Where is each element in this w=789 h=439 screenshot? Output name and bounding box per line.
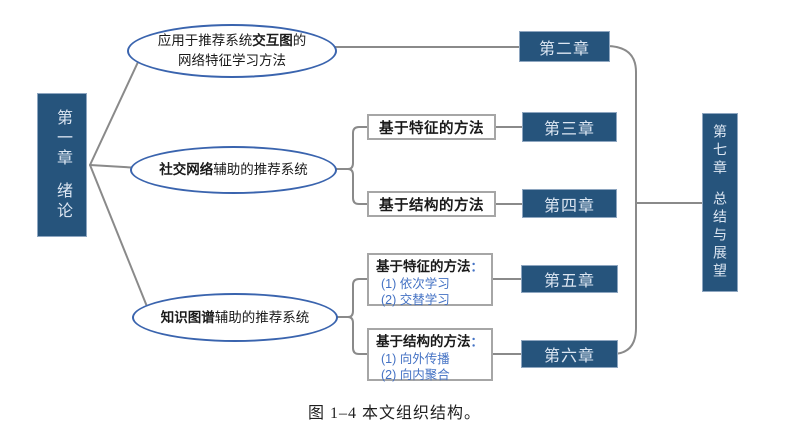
figure-caption: 图 1–4 本文组织结构。	[307, 405, 481, 422]
chapter1-box: 第一章 绪论	[37, 93, 87, 237]
chapter1-subtitle: 绪论	[54, 181, 71, 222]
chapter1-title: 第一章	[54, 108, 71, 169]
knowledge-bold: 知识图谱	[160, 309, 215, 325]
ellipse-social-network-text: 社交网络辅助的推荐系统	[159, 160, 308, 180]
knowledge-rest: 辅助的推荐系统	[214, 309, 310, 325]
chapter2-box: 第二章	[519, 31, 610, 62]
kg-structure-method-header: 基于结构的方法：	[376, 333, 485, 351]
ellipse-interaction-graph: 应用于推荐系统交互图的 网络特征学习方法	[127, 24, 337, 78]
ellipse-social-network: 社交网络辅助的推荐系统	[130, 146, 337, 194]
kg-structure-method-item1: (1) 向外传播	[381, 351, 450, 366]
interaction-line1-post: 的	[292, 33, 307, 49]
social-bold: 社交网络	[159, 162, 214, 178]
chapter7-subtitle: 总结与展望	[712, 191, 728, 281]
chapter3-label: 第三章	[543, 121, 595, 138]
structure-method-box: 基于结构的方法	[367, 191, 496, 217]
chapter4-box: 第四章	[522, 189, 617, 218]
ellipse-interaction-graph-text: 应用于推荐系统交互图的 网络特征学习方法	[158, 31, 307, 70]
interaction-line1-bold: 交互图	[252, 33, 293, 49]
chapter5-box: 第五章	[521, 265, 618, 293]
chapter6-label: 第六章	[543, 348, 595, 365]
chapter7-title: 第七章	[712, 124, 728, 178]
chapter4-label: 第四章	[543, 197, 595, 215]
structure-method-label: 基于结构的方法	[379, 197, 484, 214]
chapter3-box: 第三章	[522, 112, 617, 142]
kg-feature-method-colon: ：	[470, 260, 484, 274]
interaction-line1-pre: 应用于推荐系统	[157, 33, 253, 49]
kg-feature-method-item1: (1) 依次学习	[381, 276, 450, 291]
kg-feature-method-box: 基于特征的方法： (1) 依次学习 (2) 交替学习	[367, 253, 493, 308]
kg-feature-method-item2: (2) 交替学习	[381, 293, 450, 308]
chapter7-box: 第七章 总结与展望	[702, 113, 738, 292]
chapter6-box: 第六章	[521, 340, 618, 368]
chapter2-label: 第二章	[538, 40, 590, 58]
feature-method-label: 基于特征的方法	[379, 120, 484, 137]
kg-structure-method-colon: ：	[470, 335, 484, 349]
chapter5-label: 第五章	[543, 273, 595, 290]
ellipse-knowledge-graph: 知识图谱辅助的推荐系统	[132, 293, 338, 342]
social-rest: 辅助的推荐系统	[213, 162, 308, 178]
ellipse-knowledge-graph-text: 知识图谱辅助的推荐系统	[161, 308, 310, 328]
interaction-line2: 网络特征学习方法	[178, 53, 286, 68]
feature-method-box: 基于特征的方法	[367, 114, 496, 140]
kg-feature-method-title: 基于特征的方法	[376, 259, 471, 274]
kg-feature-method-header: 基于特征的方法：	[376, 258, 485, 276]
kg-structure-method-box: 基于结构的方法： (1) 向外传播 (2) 向内聚合	[367, 328, 493, 383]
kg-structure-method-title: 基于结构的方法	[376, 334, 471, 349]
kg-structure-method-item2: (2) 向内聚合	[381, 368, 450, 383]
